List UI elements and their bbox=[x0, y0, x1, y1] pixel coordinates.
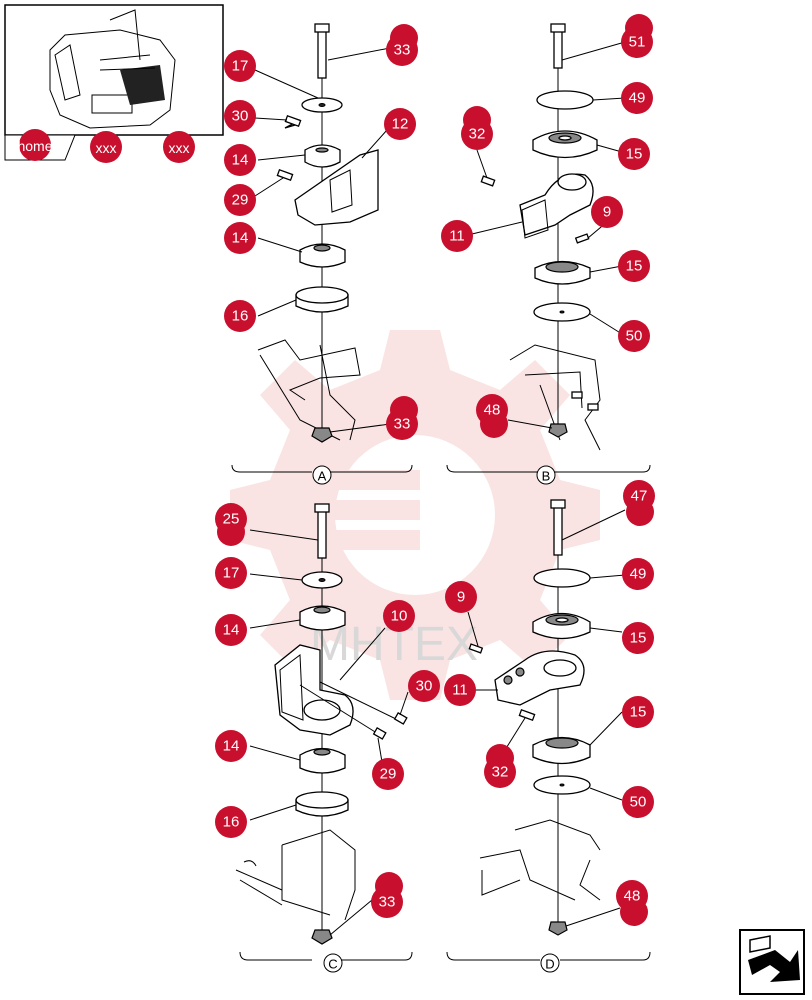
callout-c-30[interactable]: 30 bbox=[408, 670, 440, 702]
svg-text:50: 50 bbox=[626, 328, 643, 345]
svg-text:9: 9 bbox=[457, 589, 465, 606]
svg-text:29: 29 bbox=[232, 192, 249, 209]
callout-d-48[interactable]: 48 bbox=[616, 880, 648, 912]
svg-text:14: 14 bbox=[223, 738, 240, 755]
callout-c-17[interactable]: 17 bbox=[215, 557, 247, 589]
nav-button-3[interactable]: xxx bbox=[163, 131, 195, 163]
section-label-a: A bbox=[318, 469, 327, 484]
svg-text:11: 11 bbox=[452, 682, 468, 699]
svg-text:49: 49 bbox=[629, 90, 646, 107]
callout-a-33-top[interactable]: 33 bbox=[386, 34, 418, 66]
callout-a-33-bot[interactable]: 33 bbox=[386, 408, 418, 440]
callout-d-15-top[interactable]: 15 bbox=[622, 622, 654, 654]
svg-text:16: 16 bbox=[232, 308, 249, 325]
svg-text:33: 33 bbox=[394, 416, 411, 433]
svg-text:11: 11 bbox=[449, 228, 465, 245]
callout-a-16[interactable]: 16 bbox=[224, 300, 256, 332]
svg-text:25: 25 bbox=[223, 511, 240, 528]
svg-text:9: 9 bbox=[603, 204, 611, 221]
callout-c-25[interactable]: 25 bbox=[215, 503, 247, 535]
callout-d-15-mid[interactable]: 15 bbox=[622, 696, 654, 728]
callout-b-51[interactable]: 51 bbox=[621, 26, 653, 58]
callout-c-16[interactable]: 16 bbox=[215, 806, 247, 838]
svg-text:48: 48 bbox=[624, 888, 641, 905]
callout-a-29[interactable]: 29 bbox=[224, 184, 256, 216]
svg-text:48: 48 bbox=[484, 402, 501, 419]
callout-a-14-bot[interactable]: 14 bbox=[224, 222, 256, 254]
svg-text:33: 33 bbox=[394, 42, 411, 59]
section-c-parts: C bbox=[235, 503, 413, 973]
section-label-b: B bbox=[542, 469, 551, 484]
svg-text:15: 15 bbox=[630, 704, 647, 721]
svg-text:10: 10 bbox=[391, 608, 408, 625]
svg-text:14: 14 bbox=[232, 152, 249, 169]
callout-c-10[interactable]: 10 bbox=[383, 600, 415, 632]
section-b-parts: B bbox=[446, 23, 651, 485]
callout-d-32[interactable]: 32 bbox=[484, 756, 516, 788]
svg-text:xxx: xxx bbox=[169, 140, 190, 156]
svg-text:15: 15 bbox=[626, 258, 643, 275]
callout-c-14-top[interactable]: 14 bbox=[215, 614, 247, 646]
svg-text:30: 30 bbox=[232, 108, 249, 125]
svg-text:home: home bbox=[17, 138, 52, 154]
svg-text:32: 32 bbox=[492, 764, 509, 781]
svg-text:14: 14 bbox=[223, 622, 240, 639]
svg-text:12: 12 bbox=[392, 116, 409, 133]
svg-text:51: 51 bbox=[629, 34, 646, 51]
section-d-parts: D bbox=[446, 499, 651, 973]
excavator-thumbnail-icon bbox=[49, 9, 176, 129]
callout-c-29[interactable]: 29 bbox=[372, 758, 404, 790]
callout-b-50[interactable]: 50 bbox=[618, 320, 650, 352]
callout-b-11[interactable]: 11 bbox=[441, 220, 473, 252]
callout-b-48[interactable]: 48 bbox=[476, 394, 508, 426]
callout-b-9[interactable]: 9 bbox=[591, 196, 623, 228]
callout-d-9[interactable]: 9 bbox=[445, 581, 477, 613]
svg-text:33: 33 bbox=[379, 894, 396, 911]
svg-text:14: 14 bbox=[232, 230, 249, 247]
svg-text:15: 15 bbox=[630, 630, 647, 647]
svg-text:15: 15 bbox=[626, 146, 643, 163]
callout-d-50[interactable]: 50 bbox=[622, 786, 654, 818]
svg-text:29: 29 bbox=[380, 766, 397, 783]
svg-text:50: 50 bbox=[630, 794, 647, 811]
callout-c-14-bot[interactable]: 14 bbox=[215, 730, 247, 762]
callout-b-49[interactable]: 49 bbox=[621, 82, 653, 114]
callout-a-30[interactable]: 30 bbox=[224, 100, 256, 132]
callout-b-15-bot[interactable]: 15 bbox=[618, 250, 650, 282]
callout-a-17[interactable]: 17 bbox=[224, 50, 256, 82]
svg-text:49: 49 bbox=[630, 566, 647, 583]
section-label-c: C bbox=[328, 957, 337, 972]
callout-c-33[interactable]: 33 bbox=[371, 886, 403, 918]
return-arrow-icon[interactable] bbox=[739, 929, 805, 995]
home-button[interactable]: home bbox=[17, 129, 53, 161]
callout-b-32[interactable]: 32 bbox=[461, 118, 493, 150]
svg-text:47: 47 bbox=[631, 488, 648, 505]
svg-text:xxx: xxx bbox=[96, 140, 117, 156]
callout-a-14-top[interactable]: 14 bbox=[224, 144, 256, 176]
callout-a-12[interactable]: 12 bbox=[384, 108, 416, 140]
svg-text:32: 32 bbox=[469, 126, 486, 143]
callout-d-47[interactable]: 47 bbox=[623, 480, 655, 512]
svg-text:16: 16 bbox=[223, 814, 240, 831]
callout-d-11[interactable]: 11 bbox=[444, 674, 476, 706]
svg-text:17: 17 bbox=[223, 565, 240, 582]
svg-text:17: 17 bbox=[232, 58, 249, 75]
thumbnail-panel bbox=[4, 4, 224, 161]
callout-d-49[interactable]: 49 bbox=[622, 558, 654, 590]
nav-button-2[interactable]: xxx bbox=[90, 131, 122, 163]
callout-b-15-top[interactable]: 15 bbox=[618, 138, 650, 170]
section-a-parts: A bbox=[231, 23, 413, 485]
section-label-d: D bbox=[545, 957, 554, 972]
svg-text:30: 30 bbox=[416, 678, 433, 695]
